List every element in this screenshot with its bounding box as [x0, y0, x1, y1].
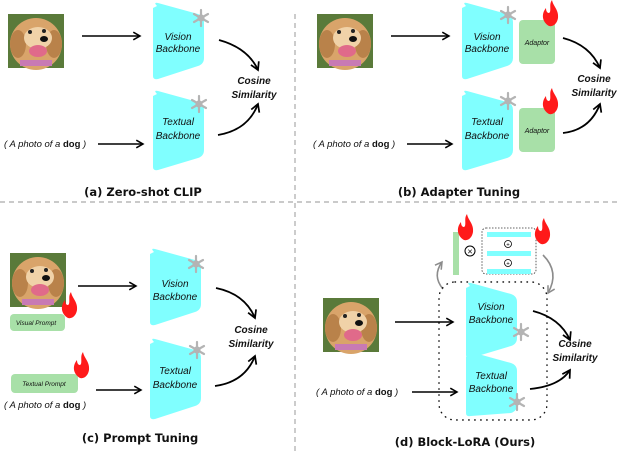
adaptor-to-cosine-arrow — [562, 102, 603, 134]
textual-to-cosine-arrow — [529, 368, 571, 390]
textual-label-1: Textual — [471, 117, 504, 128]
vision-label-1: Vision — [164, 32, 191, 43]
gray-up-arrow — [434, 260, 444, 290]
cosine-label-2: Similarity — [571, 88, 616, 99]
textual-to-cosine-arrow — [214, 354, 258, 387]
textual-label-2: Backbone — [156, 131, 201, 142]
caption-c: (c) Prompt Tuning — [82, 431, 198, 445]
add-icon — [504, 259, 512, 267]
gray-down-arrow — [542, 254, 556, 295]
textual-backbone — [462, 90, 513, 171]
panel-zero-shot-clip: Vision Backbone Textual Backbone ( A pho… — [4, 2, 277, 199]
dog-image — [317, 14, 373, 70]
vision-to-cosine-arrow — [215, 287, 257, 320]
lora-a-matrix — [453, 232, 459, 275]
cosine-label-1: Cosine — [237, 76, 271, 87]
flame-icon — [457, 214, 474, 241]
textual-label-1: Textual — [162, 117, 195, 128]
textual-backbone — [153, 90, 204, 171]
panel-adapter-tuning: Vision Backbone Adaptor Textual Backbone… — [313, 0, 617, 199]
cosine-label-2: Similarity — [231, 90, 276, 101]
adaptor-to-cosine-arrow — [562, 37, 602, 70]
vision-label-2: Backbone — [465, 44, 510, 55]
vision-backbone — [462, 2, 513, 80]
adaptor-label: Adaptor — [524, 40, 550, 47]
flame-icon — [542, 0, 559, 27]
vision-adaptor — [519, 20, 555, 64]
vision-to-cosine-arrow — [218, 39, 260, 72]
frozen-backbone-group — [438, 281, 548, 421]
visual-prompt-box — [10, 314, 65, 331]
cosine-label-1: Cosine — [234, 325, 268, 336]
textual-backbone — [150, 338, 201, 420]
lora-b-row — [487, 232, 531, 237]
multiply-symbol: × — [467, 247, 472, 257]
flame-icon — [73, 352, 90, 379]
flame-icon — [542, 88, 559, 115]
add-symbol: + — [506, 262, 510, 268]
textual-label-1: Textual — [159, 366, 192, 377]
multiply-icon — [464, 245, 476, 257]
vision-backbone — [153, 2, 204, 80]
dog-image — [10, 253, 66, 309]
caption-b: (b) Adapter Tuning — [398, 185, 520, 199]
panel-block-lora: × + + Vision Backbone Textual Backbone (… — [316, 214, 598, 449]
lora-b-row — [487, 251, 531, 256]
vision-to-cosine-arrow — [532, 310, 572, 342]
textual-label-1: Textual — [475, 371, 508, 382]
add-symbol: + — [506, 243, 510, 249]
cosine-label-1: Cosine — [558, 339, 592, 350]
vision-label-1: Vision — [473, 32, 500, 43]
vision-label-1: Vision — [161, 279, 188, 290]
cosine-label-1: Cosine — [577, 74, 611, 85]
dog-image — [323, 298, 379, 354]
cosine-label-2: Similarity — [552, 353, 597, 364]
flame-icon — [534, 218, 551, 245]
dog-image — [8, 14, 64, 70]
vision-label-2: Backbone — [469, 315, 514, 326]
prompt-text: ( A photo of a dog ) — [316, 387, 398, 398]
textual-prompt-box — [11, 374, 78, 393]
textual-to-cosine-arrow — [217, 102, 261, 136]
visual-prompt-label: Visual Prompt — [16, 320, 58, 327]
vision-backbone — [466, 282, 517, 359]
textual-backbone — [466, 351, 517, 417]
vision-label-1: Vision — [477, 302, 504, 313]
vision-label-2: Backbone — [153, 292, 198, 303]
panel-prompt-tuning: Visual Prompt Vision Backbone Textual Pr… — [4, 248, 274, 445]
textual-adaptor — [519, 108, 555, 152]
adaptor-label: Adaptor — [524, 128, 550, 135]
caption-a: (a) Zero-shot CLIP — [84, 185, 202, 199]
vision-label-2: Backbone — [156, 44, 201, 55]
lora-b-row — [487, 269, 531, 274]
caption-d: (d) Block-LoRA (Ours) — [395, 435, 536, 449]
prompt-text: ( A photo of a dog ) — [4, 139, 86, 150]
prompt-text: ( A photo of a dog ) — [4, 400, 86, 411]
textual-prompt-label: Textual Prompt — [22, 381, 67, 388]
textual-label-2: Backbone — [465, 131, 510, 142]
prompt-text: ( A photo of a dog ) — [313, 139, 395, 150]
cosine-label-2: Similarity — [228, 339, 273, 350]
textual-label-2: Backbone — [469, 384, 514, 395]
textual-label-2: Backbone — [153, 380, 198, 391]
add-icon — [504, 240, 512, 248]
